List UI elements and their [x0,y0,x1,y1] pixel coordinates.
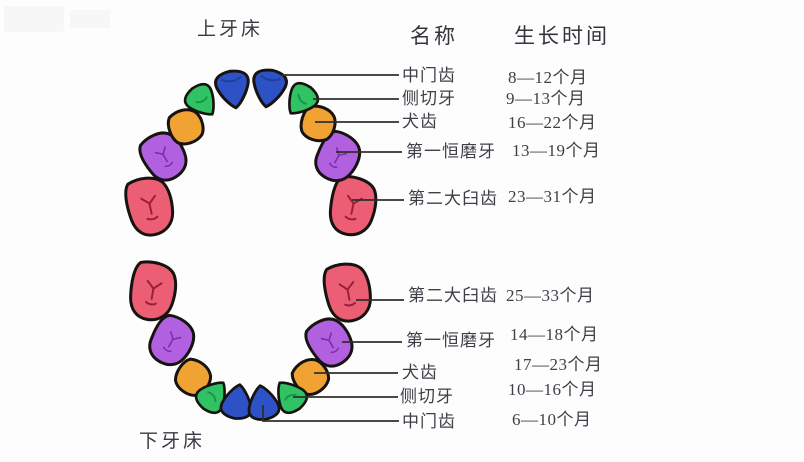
upper-left-second-molar-tooth [120,172,180,241]
tooth-name-label: 第二大臼齿 [408,286,498,305]
eruption-time-label: 6—10个月 [512,410,592,429]
tooth-name-label: 第二大臼齿 [408,189,498,208]
eruption-time-label: 23—31个月 [508,187,597,206]
name-column-header: 名称 [410,24,458,48]
upper-left-central-incisor-tooth [212,67,254,112]
upper-jaw-label: 上牙床 [197,19,264,40]
eruption-time-label: 14—18个月 [510,325,599,344]
scan-artifact [70,10,110,28]
tooth-name-label: 中门齿 [402,412,456,431]
upper-right-central-incisor-tooth [248,66,290,111]
tooth-name-label: 犬齿 [402,112,438,131]
lower-jaw-label: 下牙床 [139,431,206,452]
eruption-time-label: 17—23个月 [514,355,603,374]
upper-arch [120,66,382,241]
upper-right-second-molar-tooth [323,172,382,241]
tooth-shading [220,75,242,83]
tooth-name-label: 中门齿 [402,66,456,85]
scan-artifact [4,6,64,32]
tooth-shading [260,74,282,82]
eruption-time-label: 16—22个月 [508,113,597,132]
tooth-name-label: 第一恒磨牙 [406,142,496,161]
leader-line-lower-central-incisor [262,405,399,422]
eruption-time-label: 10—16个月 [508,380,597,399]
lower-right-second-molar-tooth [319,258,377,326]
eruption-time-label: 8—12个月 [508,68,588,87]
eruption-time-label: 9—13个月 [506,89,586,108]
leader-lines [262,74,404,422]
lower-left-second-molar-tooth [124,257,182,325]
tooth-name-label: 侧切牙 [400,387,454,406]
eruption-time-label: 13—19个月 [512,141,601,160]
tooth-name-label: 侧切牙 [402,89,456,108]
tooth-name-label: 犬齿 [402,363,438,382]
eruption-time-label: 25—33个月 [506,286,595,305]
time-column-header: 生长时间 [514,24,610,48]
tooth-name-label: 第一恒磨牙 [406,331,496,350]
